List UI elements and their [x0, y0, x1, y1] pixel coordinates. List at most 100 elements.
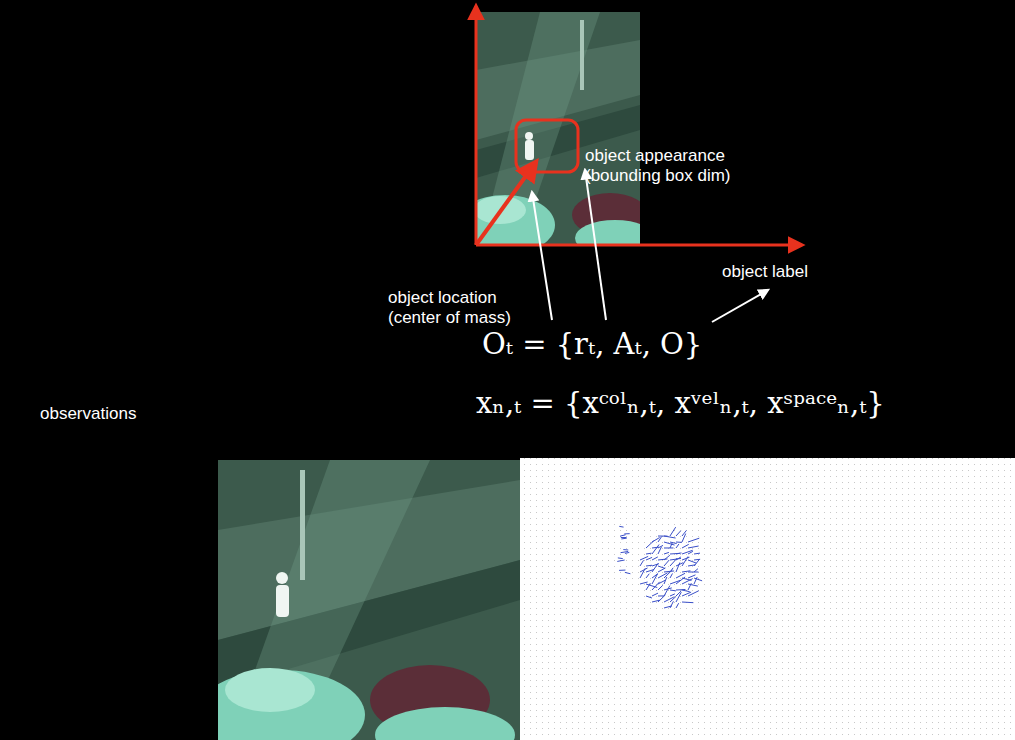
flow-vector [664, 536, 676, 538]
y-axis [475, 6, 478, 245]
leader-arrow [532, 192, 552, 320]
flow-vector [676, 531, 681, 536]
flow-vector [682, 590, 690, 592]
video-frame [476, 12, 640, 245]
flow-vector [670, 601, 673, 608]
flow-vector [621, 537, 627, 538]
flow-vector [682, 602, 693, 604]
annotation-label: object location (center of mass) [388, 288, 524, 328]
flow-vector [670, 590, 676, 592]
flow-vector [688, 538, 699, 542]
formula: Oₜ = {rₜ, Aₜ, O} [482, 326, 702, 362]
flow-vector [670, 594, 675, 596]
flow-vector [670, 596, 676, 602]
flow-vector [664, 555, 670, 560]
flow-vector [625, 572, 631, 573]
flow-vector [646, 565, 652, 567]
flow-vector [664, 577, 667, 584]
flow-vector [652, 574, 657, 584]
flow-vector [676, 592, 681, 602]
flow-vector [682, 534, 686, 542]
flow-vector [682, 544, 689, 548]
flow-vector [676, 557, 681, 560]
flow-vector [658, 537, 662, 542]
flow-vector [676, 542, 682, 543]
flow-vector [623, 549, 628, 550]
flow-vector [670, 558, 677, 566]
flow-vector [646, 596, 652, 598]
formula: xₙ,ₜ = {xᶜᵒˡₙ,ₜ, xᵛᵉˡₙ,ₜ, xˢᵖᵃᶜᵉₙ,ₜ} [476, 385, 885, 421]
flow-vector [640, 568, 645, 578]
flow-vector [619, 526, 623, 528]
flow-vector [676, 544, 679, 548]
flow-vector [694, 569, 698, 572]
flow-vector [652, 564, 658, 572]
flow-vector [664, 552, 669, 554]
flow-vector [688, 572, 698, 573]
flow-vector [664, 547, 673, 548]
flow-vector [652, 557, 658, 560]
flow-vector [664, 560, 669, 566]
flow-vector [646, 574, 649, 578]
flow-vector [694, 553, 700, 555]
flow-vector [617, 560, 624, 561]
flow-vector [664, 571, 674, 572]
bounding-box [516, 120, 578, 172]
flow-vector [688, 551, 693, 554]
flow-vector [621, 551, 629, 552]
flow-vector [682, 556, 688, 566]
flow-panel [520, 458, 1015, 740]
flow-vector [688, 591, 699, 596]
x-axis [476, 244, 802, 247]
flow-vector [658, 566, 665, 568]
flow-vector [652, 582, 660, 590]
flow-vector [658, 559, 667, 560]
flow-vector [658, 595, 664, 596]
flow-vector [682, 550, 693, 554]
annotation-label: object label [722, 262, 842, 282]
flow-vector [670, 573, 672, 578]
flow-vector [664, 586, 670, 596]
flow-vector [688, 560, 696, 563]
flow-vector [625, 552, 629, 553]
flow-vector [640, 560, 644, 566]
flow-vector [682, 530, 686, 536]
flow-vector [658, 568, 665, 572]
flow-vector [688, 583, 691, 590]
flow-vector [688, 575, 695, 578]
flow-vector [688, 546, 699, 548]
flow-vector [670, 542, 677, 544]
flow-vector [694, 577, 697, 584]
flow-vector [670, 568, 673, 572]
flow-vector [652, 593, 658, 596]
flow-vector [620, 535, 626, 536]
flow-vector [646, 557, 652, 560]
flow-vector [670, 542, 672, 548]
flow-vector [694, 559, 700, 566]
flow-vector [676, 603, 679, 608]
flow-vector [646, 553, 651, 555]
leader-arrow [585, 170, 606, 320]
flow-vector [658, 547, 661, 554]
flow-vector [646, 583, 650, 590]
flow-vector [676, 553, 681, 554]
flow-vector [624, 533, 629, 534]
flow-vector [652, 544, 659, 554]
flow-vector [658, 545, 663, 548]
flow-grid [520, 458, 1015, 740]
flow-vectors [617, 526, 702, 608]
video-frame [218, 460, 520, 740]
annotation-label: object appearance (bounding box dim) [585, 146, 735, 186]
flow-vector [621, 538, 626, 540]
flow-vector [676, 562, 680, 572]
leader-arrow [712, 290, 768, 322]
flow-vector [670, 527, 676, 536]
annotation-label: observations [40, 404, 180, 424]
flow-vector [619, 570, 625, 571]
flow-vector [676, 573, 685, 578]
location-vector [476, 162, 536, 245]
flow-vector [618, 557, 623, 559]
flow-vector [688, 584, 698, 586]
flow-vector [658, 585, 663, 590]
